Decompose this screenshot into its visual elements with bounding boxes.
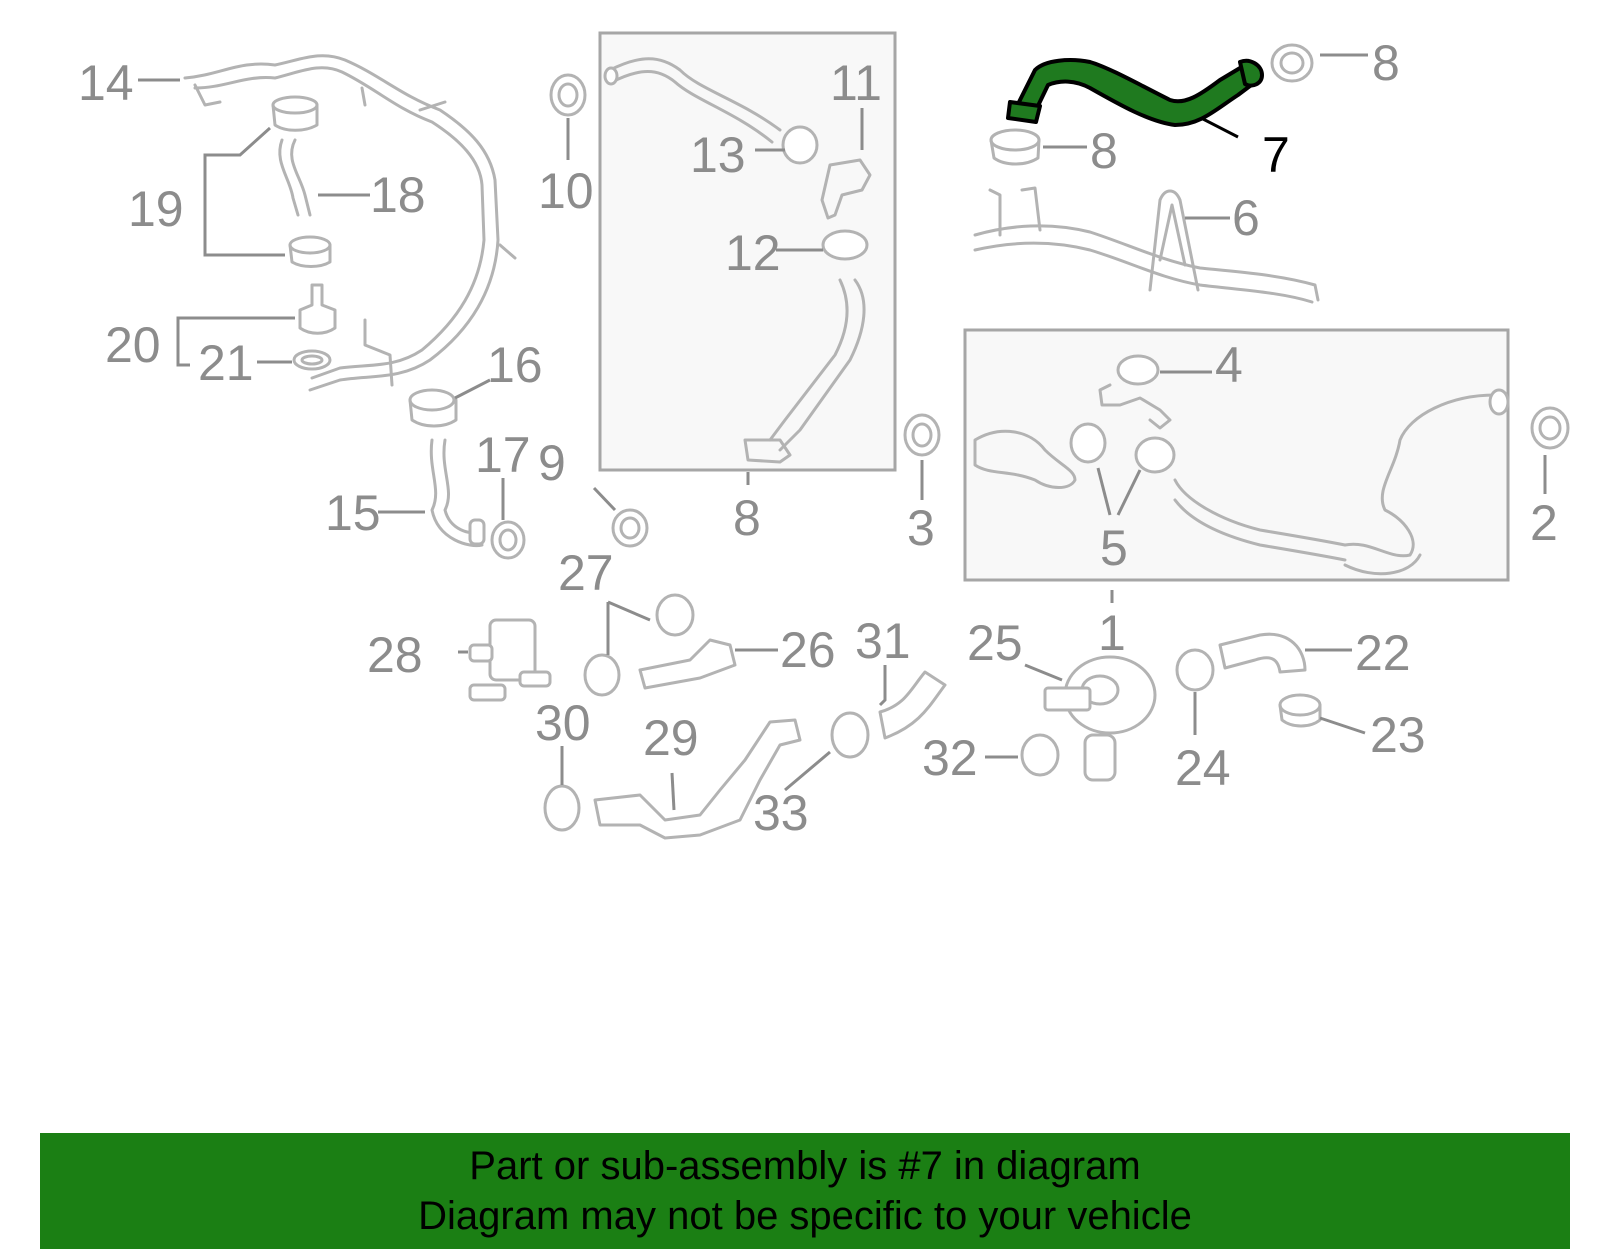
part-26-pump: [1043, 655, 1157, 782]
callout-32[interactable]: 31: [855, 613, 911, 669]
callout-19[interactable]: 18: [370, 167, 426, 223]
part-15-pipe: [183, 54, 517, 392]
part-2-clamp: [1530, 406, 1570, 450]
part-19-hose: [271, 95, 332, 268]
part-27-hose: [638, 638, 737, 690]
callout-2[interactable]: 2: [1530, 495, 1558, 551]
callout-6[interactable]: 6: [1232, 190, 1260, 246]
callout-28[interactable]: 27: [558, 545, 614, 601]
part-17-clamp: [408, 388, 458, 428]
part-8-clamp-upper: [1270, 43, 1314, 83]
part-34-clamp: [830, 711, 870, 759]
part-3-clamp: [903, 413, 941, 457]
callout-3[interactable]: 3: [907, 500, 935, 556]
part-6-pipe: [973, 186, 1320, 304]
callout-15[interactable]: 14: [78, 55, 134, 111]
part-9-hoses: [603, 57, 872, 464]
callout-5[interactable]: 5: [1100, 520, 1128, 576]
part-1-hoses: [973, 388, 1510, 576]
part-32-hose: [878, 670, 947, 740]
callout-24[interactable]: 23: [1370, 707, 1426, 763]
leader-lines: [138, 53, 1547, 811]
part-11-clamp: [549, 73, 587, 117]
part-29-valve: [468, 618, 552, 702]
part-16-hose: [429, 438, 486, 548]
callout-29[interactable]: 28: [367, 627, 423, 683]
part-25-clamp: [1175, 648, 1215, 692]
callout-23[interactable]: 22: [1355, 625, 1411, 681]
callout-4[interactable]: 4: [1215, 337, 1243, 393]
callout-27[interactable]: 26: [780, 622, 836, 678]
callout-17[interactable]: 16: [487, 337, 543, 393]
callout-10[interactable]: 9: [538, 435, 566, 491]
callout-7-highlighted[interactable]: 7: [1262, 127, 1290, 183]
part-21-fitting: [292, 283, 337, 371]
callout-1[interactable]: 1: [1098, 605, 1126, 661]
callout-16[interactable]: 15: [325, 485, 381, 541]
part-31-clamp: [543, 784, 581, 832]
callout-8-lower[interactable]: 8: [1090, 123, 1118, 179]
part-24-clamp: [1278, 693, 1322, 728]
callout-12[interactable]: 11: [830, 55, 882, 111]
part-28-clamps: [583, 593, 695, 697]
callout-8-upper[interactable]: 8: [1372, 35, 1400, 91]
callout-20[interactable]: 19: [128, 181, 184, 237]
part-23-hose: [1218, 632, 1307, 674]
part-5-clamps: [1069, 422, 1176, 474]
callout-11[interactable]: 10: [538, 163, 594, 219]
part-10-clamp: [611, 508, 649, 548]
callout-34[interactable]: 33: [753, 785, 809, 841]
callout-33[interactable]: 32: [922, 730, 978, 786]
part-8-clamp-lower: [989, 128, 1041, 166]
callout-22[interactable]: 21: [198, 335, 254, 391]
part-30-hose: [593, 718, 802, 840]
callout-25[interactable]: 24: [1175, 740, 1231, 796]
info-banner: Part or sub-assembly is #7 in diagram Di…: [40, 1133, 1570, 1249]
callout-18[interactable]: 17: [475, 427, 531, 483]
callout-21[interactable]: 20: [105, 317, 161, 373]
callout-31[interactable]: 30: [535, 695, 591, 751]
callout-9[interactable]: 8: [733, 490, 761, 546]
part-7-hose-highlighted[interactable]: [1006, 58, 1264, 127]
callout-14[interactable]: 13: [690, 127, 746, 183]
part-18-clamp: [490, 520, 526, 560]
callout-30[interactable]: 29: [643, 710, 699, 766]
callout-labels: 14 18 19 20 21 16 15 17 10 9 11 13 12 8 …: [78, 35, 1558, 841]
banner-line-2: Diagram may not be specific to your vehi…: [418, 1194, 1192, 1238]
banner-line-1: Part or sub-assembly is #7 in diagram: [469, 1144, 1141, 1188]
callout-13[interactable]: 12: [725, 225, 781, 281]
part-4-valve: [1098, 354, 1172, 430]
callout-26[interactable]: 25: [967, 615, 1023, 671]
part-33-clamp: [1020, 733, 1060, 777]
